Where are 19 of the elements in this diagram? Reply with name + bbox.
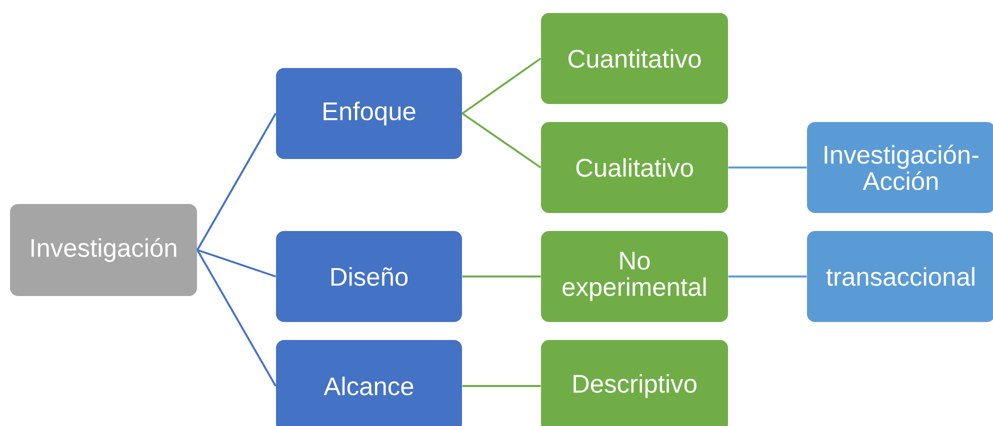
category-box: Descriptivo xyxy=(541,340,728,426)
category-box: Investigación-Acción xyxy=(807,122,993,213)
connector-line xyxy=(462,276,541,278)
category-box: Investigación xyxy=(10,204,198,296)
connector-line xyxy=(462,58,542,114)
category-box: Cuantitativo xyxy=(541,13,728,104)
connector-line xyxy=(196,250,276,386)
category-box: Cualitativo xyxy=(541,122,728,213)
category-box: Alcance xyxy=(276,340,462,426)
connector-line xyxy=(462,385,541,387)
connector-line xyxy=(728,166,807,168)
connector-line xyxy=(728,276,807,278)
category-box: Enfoque xyxy=(276,68,462,159)
category-box: Diseño xyxy=(276,230,462,322)
category-box: No experimental xyxy=(541,230,728,322)
category-box: transaccional xyxy=(807,230,993,322)
connector-line xyxy=(197,249,276,278)
connector-line xyxy=(196,113,276,250)
connector-line xyxy=(462,112,542,168)
